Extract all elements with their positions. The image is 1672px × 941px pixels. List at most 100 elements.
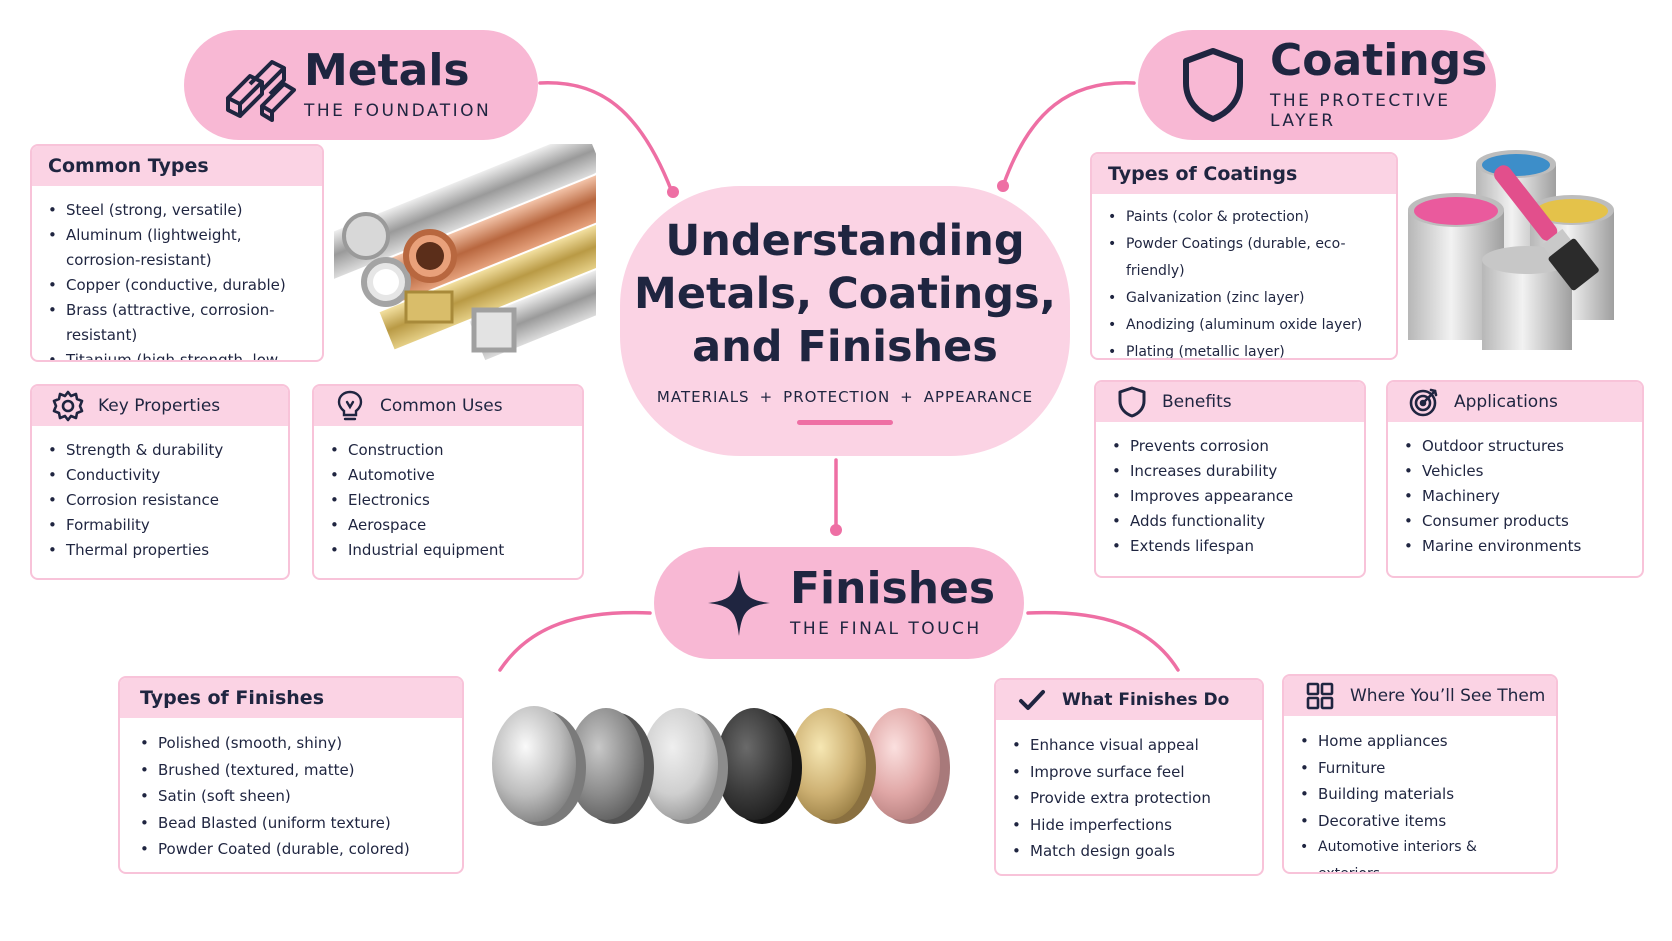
finishes-title: Finishes <box>790 563 996 614</box>
list-item: Brass (attractive, corrosion-resistant) <box>48 298 308 348</box>
list-item: Titanium (high strength, low weight) <box>48 348 308 360</box>
card-header: Key Properties <box>32 386 288 426</box>
list-item: Aluminum (lightweight, corrosion-resista… <box>48 223 308 273</box>
coatings-subtitle: THE PROTECTIVE LAYER <box>1270 91 1451 131</box>
list-item: Strength & durability <box>48 438 274 463</box>
list-item: Powder Coated (durable, colored) <box>140 836 448 863</box>
connector-dot-coatings <box>997 180 1009 192</box>
list-item: Increases durability <box>1112 459 1350 484</box>
center-title: Understanding Metals, Coatings, and Fini… <box>634 216 1056 372</box>
list-item: Home appliances <box>1300 728 1542 755</box>
list-item: Satin (soft sheen) <box>140 783 448 810</box>
tag-materials: MATERIALS <box>656 388 750 406</box>
coatings-pill: Coatings THE PROTECTIVE LAYER <box>1138 30 1496 140</box>
list-item: Powder Coatings (durable, eco-friendly) <box>1108 231 1382 285</box>
connector-dot-metals <box>667 186 679 198</box>
list-item: Enhance visual appeal <box>1012 732 1248 759</box>
tag-protection: PROTECTION <box>783 388 891 406</box>
metal-pipes-image <box>334 144 596 361</box>
list-item: Consumer products <box>1404 509 1628 534</box>
card-common-uses: Common Uses Construction Automotive Elec… <box>312 384 584 580</box>
list-item: Improves appearance <box>1112 484 1350 509</box>
list-item: Vehicles <box>1404 459 1628 484</box>
card-header: Common Uses <box>314 386 582 426</box>
where-youll-see-them-list: Home appliances Furniture Building mater… <box>1284 716 1556 872</box>
tag-appearance: APPEARANCE <box>923 388 1034 406</box>
card-header: What Finishes Do <box>996 680 1262 720</box>
connector-finishes-left <box>498 610 652 672</box>
metal-bars-icon <box>214 40 304 130</box>
list-item: Building materials <box>1300 781 1542 808</box>
list-item: Industrial equipment <box>330 538 568 563</box>
grid-icon <box>1300 676 1340 716</box>
metals-pill: Metals THE FOUNDATION <box>184 30 538 140</box>
card-types-of-finishes: Types of Finishes Polished (smooth, shin… <box>118 676 464 874</box>
list-item: Conductivity <box>48 463 274 488</box>
where-youll-see-them-title: Where You’ll See Them <box>1350 686 1546 706</box>
center-underline <box>797 420 893 425</box>
card-what-finishes-do: What Finishes Do Enhance visual appeal I… <box>994 678 1264 876</box>
list-item: Improve surface feel <box>1012 759 1248 786</box>
card-header: Benefits <box>1096 382 1364 422</box>
card-common-types: Common Types Steel (strong, versatile) A… <box>30 144 324 362</box>
what-finishes-do-list: Enhance visual appeal Improve surface fe… <box>996 720 1262 865</box>
list-item: Decorative items <box>1300 808 1542 835</box>
list-item: Copper (conductive, durable) <box>48 273 308 298</box>
list-item: Prevents corrosion <box>1112 434 1350 459</box>
benefits-list: Prevents corrosion Increases durability … <box>1096 422 1364 559</box>
finishes-subtitle: THE FINAL TOUCH <box>790 619 982 639</box>
list-item: Match design goals <box>1012 838 1248 865</box>
list-item: Construction <box>330 438 568 463</box>
list-item: Furniture <box>1300 755 1542 782</box>
card-header: Types of Finishes <box>120 678 462 718</box>
list-item: Thermal properties <box>48 538 274 563</box>
connector-dot-finishes <box>830 524 842 536</box>
list-item: Polished (smooth, shiny) <box>140 730 448 757</box>
list-item: Corrosion resistance <box>48 488 274 513</box>
center-bubble: Understanding Metals, Coatings, and Fini… <box>620 186 1070 456</box>
list-item: Electronics <box>330 488 568 513</box>
types-of-finishes-list: Polished (smooth, shiny) Brushed (textur… <box>120 718 462 863</box>
card-header: Where You’ll See Them <box>1284 676 1556 716</box>
gear-icon <box>48 386 88 426</box>
list-item: Paints (color & protection) <box>1108 204 1382 231</box>
card-applications: Applications Outdoor structures Vehicles… <box>1386 380 1644 578</box>
card-header: Common Types <box>32 146 322 186</box>
what-finishes-do-title: What Finishes Do <box>1062 690 1230 710</box>
list-item: Steel (strong, versatile) <box>48 198 308 223</box>
types-of-coatings-list: Paints (color & protection) Powder Coati… <box>1092 194 1396 358</box>
common-uses-list: Construction Automotive Electronics Aero… <box>314 426 582 563</box>
checkmark-icon <box>1012 680 1052 720</box>
list-item: Aerospace <box>330 513 568 538</box>
card-where-youll-see-them: Where You’ll See Them Home appliances Fu… <box>1282 674 1558 874</box>
paint-cans-image <box>1408 150 1614 350</box>
lightbulb-icon <box>330 386 370 426</box>
list-item: Automotive <box>330 463 568 488</box>
list-item: Extends lifespan <box>1112 534 1350 559</box>
list-item: Brushed (textured, matte) <box>140 757 448 784</box>
common-uses-title: Common Uses <box>380 396 503 416</box>
finishes-pill: Finishes THE FINAL TOUCH <box>654 547 1024 659</box>
list-item: Bead Blasted (uniform texture) <box>140 810 448 837</box>
shield-icon <box>1112 382 1152 422</box>
list-item: Plating (metallic layer) <box>1108 339 1382 358</box>
list-item: Machinery <box>1404 484 1628 509</box>
list-item: Anodizing (aluminum oxide layer) <box>1108 312 1382 339</box>
card-header: Applications <box>1388 382 1642 422</box>
list-item: Automotive interiors & exteriors <box>1300 834 1542 872</box>
benefits-title: Benefits <box>1162 392 1232 412</box>
connector-finishes-right <box>1026 610 1180 672</box>
list-item: Formability <box>48 513 274 538</box>
list-item: Marine environments <box>1404 534 1628 559</box>
tag-separator: + <box>900 388 914 406</box>
tag-separator: + <box>759 388 774 406</box>
applications-list: Outdoor structures Vehicles Machinery Co… <box>1388 422 1642 559</box>
card-benefits: Benefits Prevents corrosion Increases du… <box>1094 380 1366 578</box>
list-item: Adds functionality <box>1112 509 1350 534</box>
list-item: Provide extra protection <box>1012 785 1248 812</box>
metals-subtitle: THE FOUNDATION <box>304 101 492 121</box>
list-item: Outdoor structures <box>1404 434 1628 459</box>
target-icon <box>1404 382 1444 422</box>
card-types-of-coatings: Types of Coatings Paints (color & protec… <box>1090 152 1398 360</box>
key-properties-list: Strength & durability Conductivity Corro… <box>32 426 288 563</box>
